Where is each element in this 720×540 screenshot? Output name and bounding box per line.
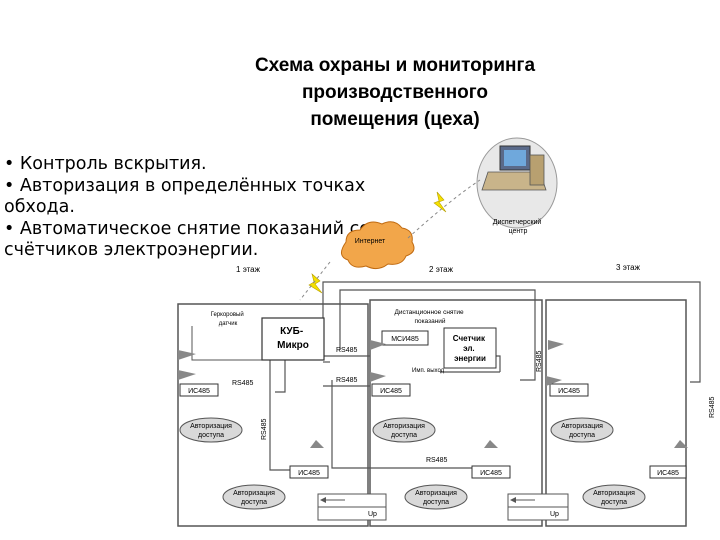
electricity-meter: Счетчик эл. энергии xyxy=(443,327,497,369)
svg-text:Up: Up xyxy=(550,511,559,518)
rs485-bus xyxy=(269,281,701,475)
title-line: помещения (цеха) xyxy=(310,109,480,130)
svg-text:ИС485: ИС485 xyxy=(480,470,502,477)
feature-item: • Авторизация в определённых точках обхо… xyxy=(4,175,366,218)
dispatch-center: Диспетчерский центр xyxy=(476,137,558,235)
floor-label: 3 этаж xyxy=(616,263,641,272)
rs485-label: RS485 xyxy=(261,418,268,440)
staircase-1: Up xyxy=(317,493,387,521)
rs485-label: RS485 xyxy=(426,457,448,464)
staircase-2: Up xyxy=(507,493,569,521)
internet-cloud: Интернет xyxy=(341,221,415,270)
arrow-left-icon xyxy=(510,497,516,503)
is485-module: ИС485 xyxy=(471,465,511,479)
pulse-output-label: Имп. выход xyxy=(412,368,445,374)
dispatch-center-label: Диспетчерский центр xyxy=(493,218,544,235)
arrow-left-icon xyxy=(320,497,326,503)
wireless-bolt-icon xyxy=(308,273,323,294)
internet-label: Интернет xyxy=(355,238,386,245)
svg-text:Счетчик эл. энерги: Счетчик эл. энергии xyxy=(453,334,487,363)
computer-icon xyxy=(481,145,547,191)
floor-2-room xyxy=(369,299,543,527)
svg-text:КУБ- Микро: КУБ- Микро xyxy=(277,326,309,351)
floor-label: 2 этаж xyxy=(429,265,454,274)
rs485-label: RS485 xyxy=(536,350,543,372)
rs485-label: RS485 xyxy=(336,377,358,384)
rs485-label: RS485 xyxy=(336,347,358,354)
feature-item: • Контроль вскрытия. xyxy=(4,154,207,174)
svg-text:Up: Up xyxy=(368,511,377,518)
svg-text:МСИ485: МСИ485 xyxy=(391,336,419,343)
floor-1-room xyxy=(177,303,369,527)
floor-3-room xyxy=(545,299,687,527)
svg-text:ИС485: ИС485 xyxy=(298,470,320,477)
feature-item: • Автоматическое снятие показаний со счё… xyxy=(4,218,370,261)
network-link xyxy=(299,261,331,301)
wireless-bolt-icon xyxy=(433,191,447,213)
is485-module: ИС485 xyxy=(179,383,219,397)
svg-text:ИС485: ИС485 xyxy=(558,388,580,395)
floor-label: 1 этаж xyxy=(236,265,261,274)
title-line: Схема охраны и мониторинга xyxy=(254,55,536,76)
is485-module: ИС485 xyxy=(289,465,329,479)
reed-sensor-label: Геркоровый датчик xyxy=(211,311,246,327)
title-line: производственного xyxy=(301,82,489,103)
rs485-label: RS485 xyxy=(709,396,716,418)
is485-module: ИС485 xyxy=(549,383,589,397)
diagram-title: Схема охраны и мониторинга производствен… xyxy=(200,52,590,133)
feature-list: • Контроль вскрытия. • Авторизация в опр… xyxy=(4,154,376,262)
is485-module: ИС485 xyxy=(649,465,687,479)
kub-micro-controller: КУБ- Микро xyxy=(261,317,325,361)
camera-icon xyxy=(178,340,688,448)
sensor-wire xyxy=(191,326,262,361)
svg-text:ИС485: ИС485 xyxy=(657,470,679,477)
network-link xyxy=(407,179,481,239)
rs485-label: RS485 xyxy=(232,380,254,387)
remote-reading-label: Дистанционное снятие показаний xyxy=(395,309,466,325)
msi485-module: МСИ485 xyxy=(381,330,429,346)
is485-module: ИС485 xyxy=(371,383,411,397)
svg-text:ИС485: ИС485 xyxy=(380,388,402,395)
svg-text:ИС485: ИС485 xyxy=(188,388,210,395)
